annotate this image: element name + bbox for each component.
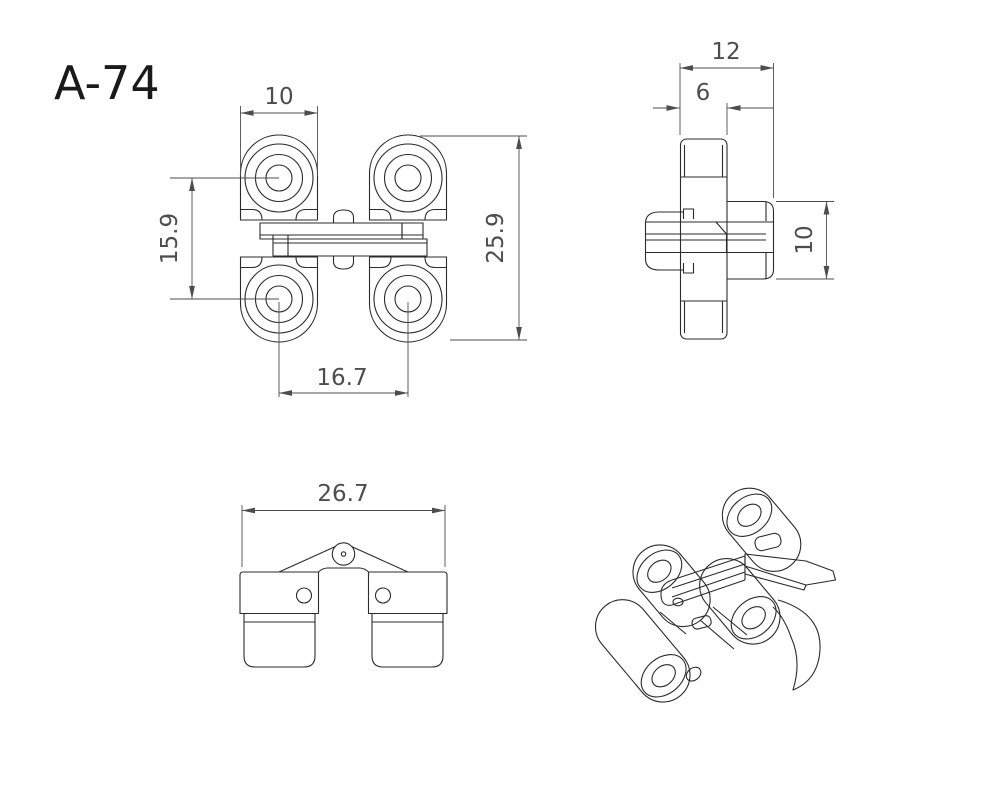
side-view: 12 6 10 (644, 39, 834, 340)
dim-folded-overall-width: 26.7 (241, 481, 446, 567)
isometric-view (594, 487, 837, 703)
iso-pivot-dot (672, 597, 684, 607)
countersink-circle (383, 153, 433, 203)
hole-ellipse (647, 559, 672, 583)
hole-ellipse (651, 664, 676, 688)
iso-edge-line (712, 606, 748, 636)
iso-link-bar-line (671, 563, 746, 589)
dimension-value: 6 (696, 80, 711, 106)
foot-fillet (295, 256, 318, 269)
pivot-boss (331, 542, 356, 566)
iso-edge-line (659, 611, 687, 635)
lobe-outline (699, 558, 781, 645)
lobe-outline (239, 134, 319, 221)
leaf-plate-upper (259, 222, 403, 240)
dimension-value: 16.7 (316, 365, 367, 391)
dimension-value: 25.9 (483, 212, 509, 263)
iso-right-wing (744, 553, 837, 586)
boss-ellipse (640, 654, 687, 698)
foot-fillet (424, 256, 447, 269)
iso-link-bar-line (671, 555, 746, 581)
iso-lobe-bottom-right (699, 558, 781, 645)
dim-side-leaf-thickness: 6 (653, 80, 774, 135)
boss-circle (373, 143, 443, 213)
pin-hole (295, 587, 313, 604)
iso-tab (754, 532, 782, 552)
leaf-body (679, 138, 728, 340)
dimension-value: 26.7 (317, 481, 368, 507)
iso-link-bar-line (671, 571, 746, 598)
boss-ellipse (636, 549, 683, 593)
dimension-value: 15.9 (157, 213, 183, 264)
leaf-plate-lower (272, 238, 428, 257)
knuckle-blob (644, 211, 683, 271)
screw-hole-ellipse (685, 666, 702, 682)
pivot-tab-bottom (332, 256, 355, 270)
iso-lobe-top (721, 487, 802, 572)
boss-ellipse (726, 493, 773, 537)
foot-fillet (369, 256, 392, 269)
foot-fillet (240, 256, 263, 269)
foot-fillet (295, 208, 318, 221)
dimension-value: 10 (264, 84, 293, 110)
dim-side-overall-depth: 12 (679, 39, 774, 198)
chamfer-line (715, 221, 727, 235)
block-lower (371, 622, 444, 668)
lobe-outline (239, 256, 319, 343)
link-arm (351, 545, 409, 573)
block-upper (239, 571, 320, 615)
folded-view: 26.7 (239, 481, 448, 668)
dim-front-hole-pitch-horizontal: 16.7 (278, 302, 409, 397)
foot-fillet (369, 208, 392, 221)
foot-fillet (240, 208, 263, 221)
lobe-outline (721, 487, 802, 572)
lobe-outline (594, 599, 691, 703)
dimension-value: 10 (792, 225, 818, 254)
block-lower (243, 622, 316, 668)
dimension-value: 12 (711, 39, 740, 65)
tab-notch (682, 263, 695, 274)
iso-tab (691, 615, 712, 630)
pivot-center (340, 551, 347, 557)
iso-lobe-bottom-left (594, 599, 702, 703)
dim-front-hole-pitch-vertical: 15.9 (157, 177, 279, 300)
center-plateau (318, 567, 369, 573)
block-upper (367, 571, 448, 615)
tab-notch (682, 208, 695, 219)
iso-right-flange (772, 599, 821, 691)
lobe-outline (368, 134, 448, 221)
pivot-tab-top (332, 209, 355, 223)
iso-link-bar-line (671, 579, 746, 606)
dim-front-overall-height: 25.9 (420, 135, 527, 341)
hole-ellipse (737, 503, 762, 527)
link-arm (278, 545, 336, 573)
pin-hole (374, 587, 392, 604)
lobe-outline (368, 256, 448, 343)
iso-link-bar-cap (660, 579, 673, 606)
drawing-title: A-74 (54, 56, 160, 110)
second-leaf-outline (727, 200, 775, 280)
foot-fillet (424, 208, 447, 221)
screw-hole (394, 164, 422, 192)
dim-side-leaf-height: 10 (776, 201, 834, 280)
iso-edge-line (699, 619, 735, 650)
boss-ellipse (730, 596, 777, 640)
dim-front-lobe-width: 10 (240, 84, 318, 176)
leaf-plate-lower-stub (272, 234, 289, 239)
leaf-plate-upper-end (401, 222, 424, 240)
front-view: 10 15.9 25.9 16.7 (157, 84, 527, 397)
hole-ellipse (741, 606, 766, 630)
iso-right-wing-edge (744, 573, 807, 591)
